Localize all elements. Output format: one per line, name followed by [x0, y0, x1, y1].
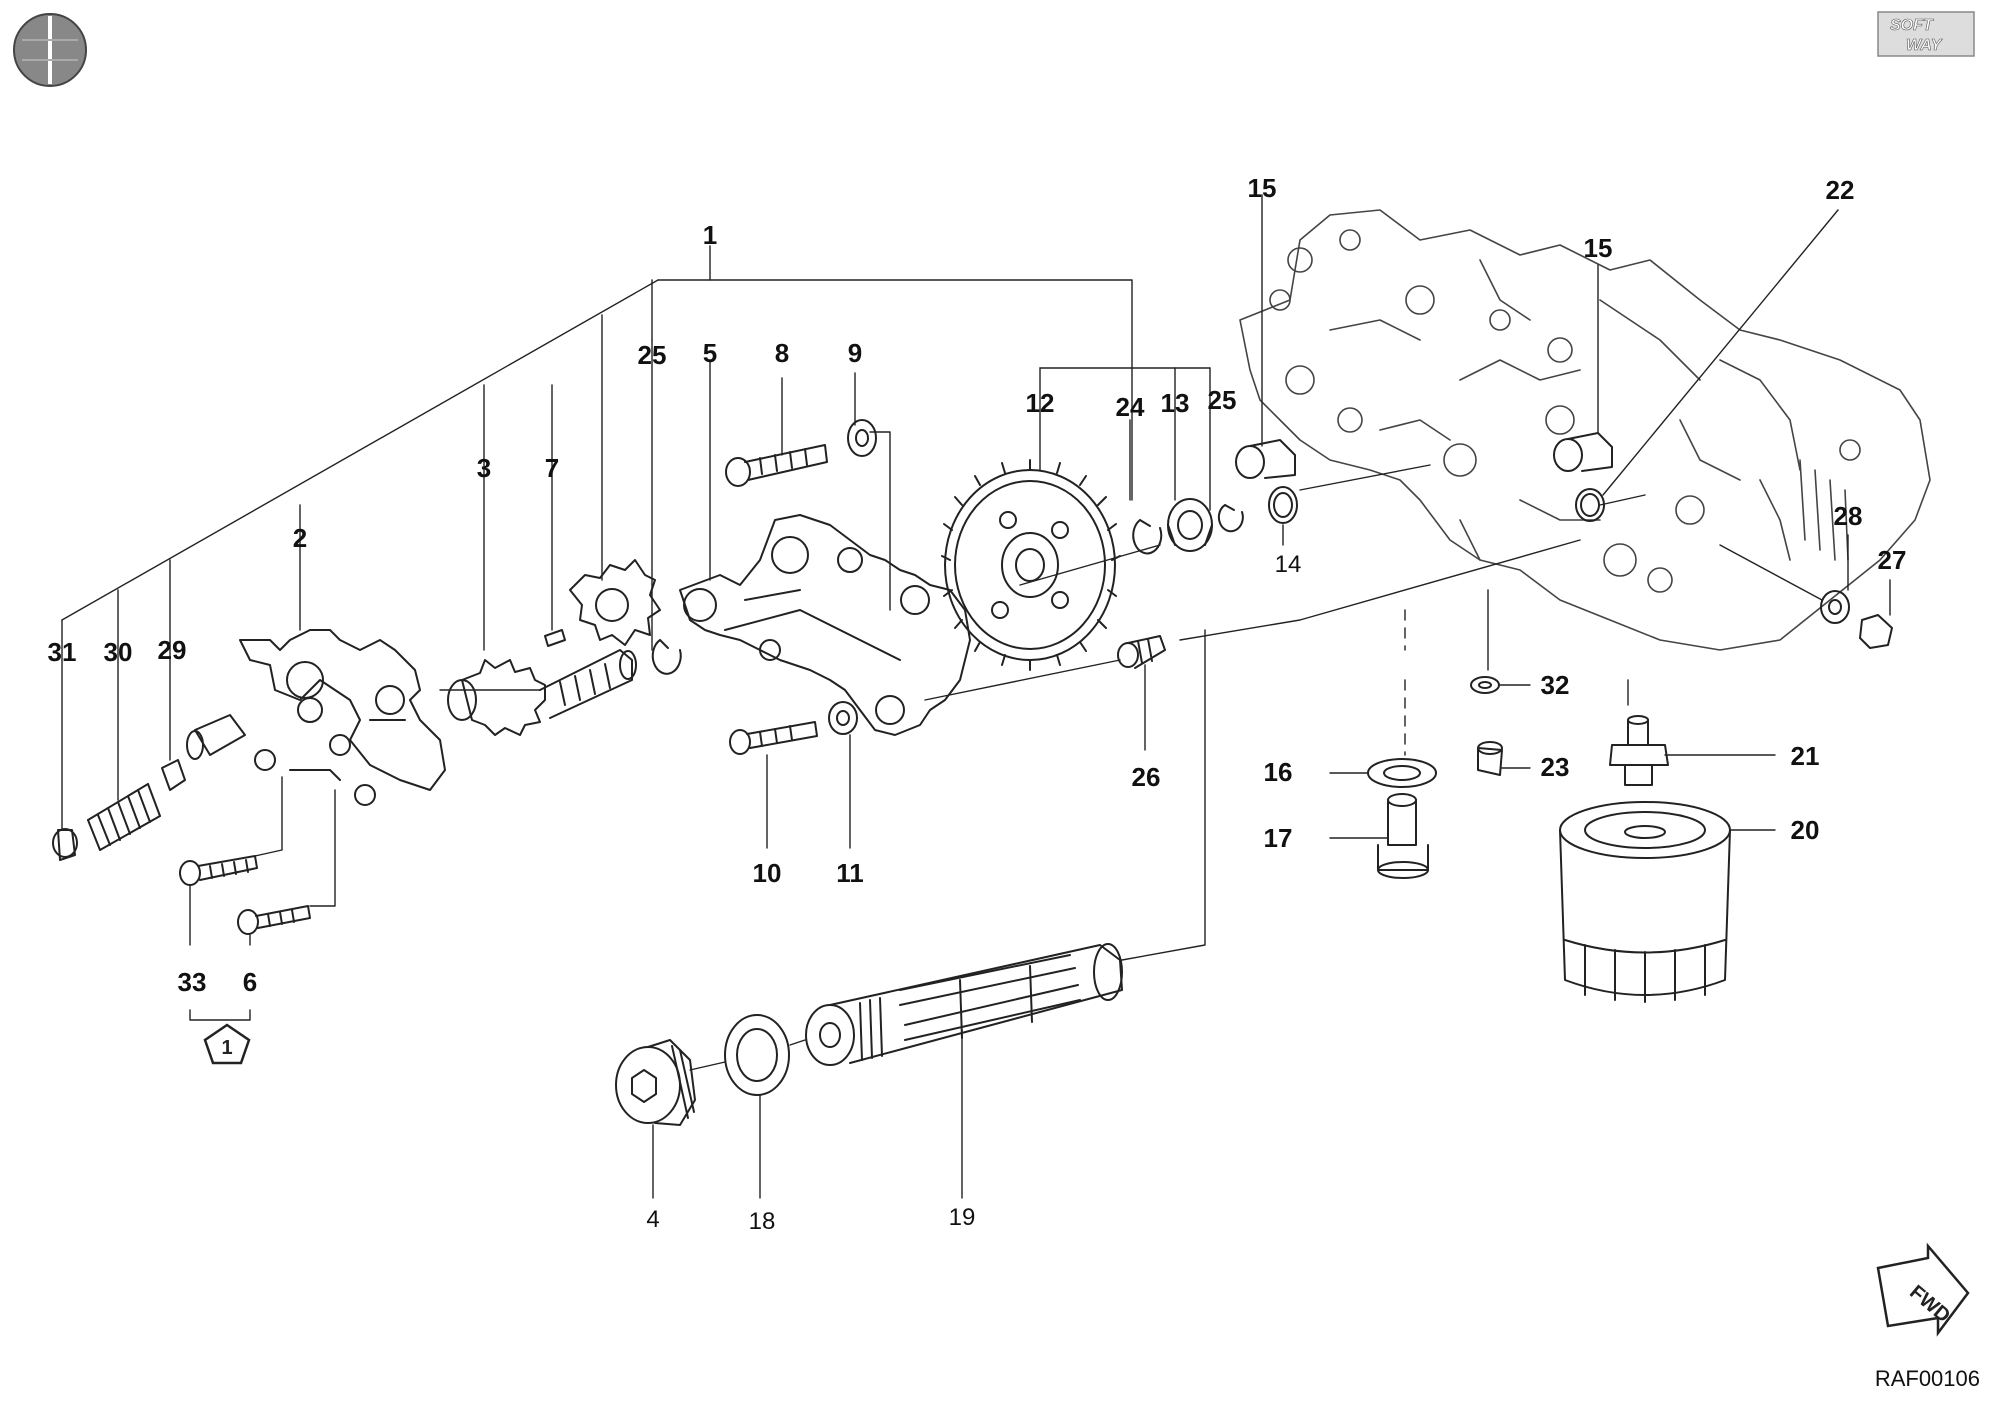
- label-1: 1: [702, 220, 718, 250]
- leader-lines: [61, 194, 1891, 1199]
- label-23: 23: [1540, 752, 1570, 782]
- key-7: [544, 629, 566, 647]
- oil-filter-20: [1559, 801, 1731, 1003]
- drive-gear-12: [941, 459, 1121, 671]
- plug-23-washer-32: [1470, 676, 1503, 776]
- label-24: 24: [1115, 392, 1145, 422]
- reference-pentagon-icon: 1: [203, 1023, 251, 1065]
- label-4: 4: [646, 1206, 660, 1233]
- label-20: 20: [1790, 815, 1820, 845]
- forward-arrow-icon: FWD: [1876, 1242, 1970, 1337]
- label-32: 32: [1540, 670, 1570, 700]
- label-26: 26: [1131, 762, 1161, 792]
- label-17: 17: [1263, 823, 1293, 853]
- label-13: 13: [1160, 388, 1190, 418]
- label-31: 31: [47, 637, 77, 667]
- label-7: 7: [544, 453, 560, 483]
- label-27: 27: [1877, 545, 1907, 575]
- label-16: 16: [1263, 757, 1293, 787]
- pump-cover-5: [679, 514, 971, 736]
- oil-pump-body: [186, 629, 446, 806]
- label-8: 8: [774, 338, 790, 368]
- diagram-code: RAF00106: [1874, 1366, 1980, 1391]
- label-29: 29: [157, 635, 187, 665]
- label-25b: 25: [1207, 385, 1237, 415]
- drain-plug-17: [1367, 758, 1437, 879]
- logo-way: WAY: [1906, 37, 1943, 54]
- relief-valve-parts: [52, 759, 186, 861]
- label-14: 14: [1274, 551, 1302, 578]
- dowel-pins-15: [1235, 432, 1613, 522]
- corner-logo-icon: [13, 13, 87, 87]
- label-3: 3: [476, 453, 492, 483]
- engine-crankcase: [1239, 209, 1931, 651]
- label-9: 9: [847, 338, 863, 368]
- label-19: 19: [948, 1204, 976, 1231]
- label-10: 10: [752, 858, 782, 888]
- bearing-set: [1132, 486, 1298, 555]
- logo-soft: SOFT: [1890, 17, 1934, 34]
- pump-gear-inner: [569, 559, 661, 646]
- pump-gear-3-shaft: [447, 649, 637, 736]
- label-6: 6: [242, 967, 258, 997]
- bolt-8-washer-9: [725, 419, 877, 487]
- label-28: 28: [1833, 501, 1863, 531]
- label-15b: 15: [1583, 233, 1613, 263]
- label-2: 2: [292, 523, 308, 553]
- sleeve-26: [1117, 635, 1166, 669]
- label-22: 22: [1825, 175, 1855, 205]
- label-5: 5: [702, 338, 718, 368]
- screw-27-washer-28: [1820, 590, 1893, 649]
- ref-number: 1: [221, 1037, 232, 1059]
- label-25a: 25: [637, 340, 667, 370]
- label-30: 30: [103, 637, 133, 667]
- label-15a: 15: [1247, 173, 1277, 203]
- bolt-10-washer-11: [729, 701, 858, 755]
- label-18: 18: [748, 1208, 776, 1235]
- label-33: 33: [177, 967, 207, 997]
- softway-logo: SOFT WAY: [1877, 11, 1975, 57]
- screen-plug-4: [615, 1039, 696, 1126]
- washer-18: [724, 1014, 790, 1096]
- circlip-25a: [651, 639, 682, 675]
- label-12: 12: [1025, 388, 1055, 418]
- label-21: 21: [1790, 741, 1820, 771]
- label-11: 11: [836, 858, 864, 888]
- oil-strainer-19: [805, 943, 1123, 1066]
- nipple-21: [1609, 715, 1669, 786]
- bolts-33-6: [179, 855, 311, 935]
